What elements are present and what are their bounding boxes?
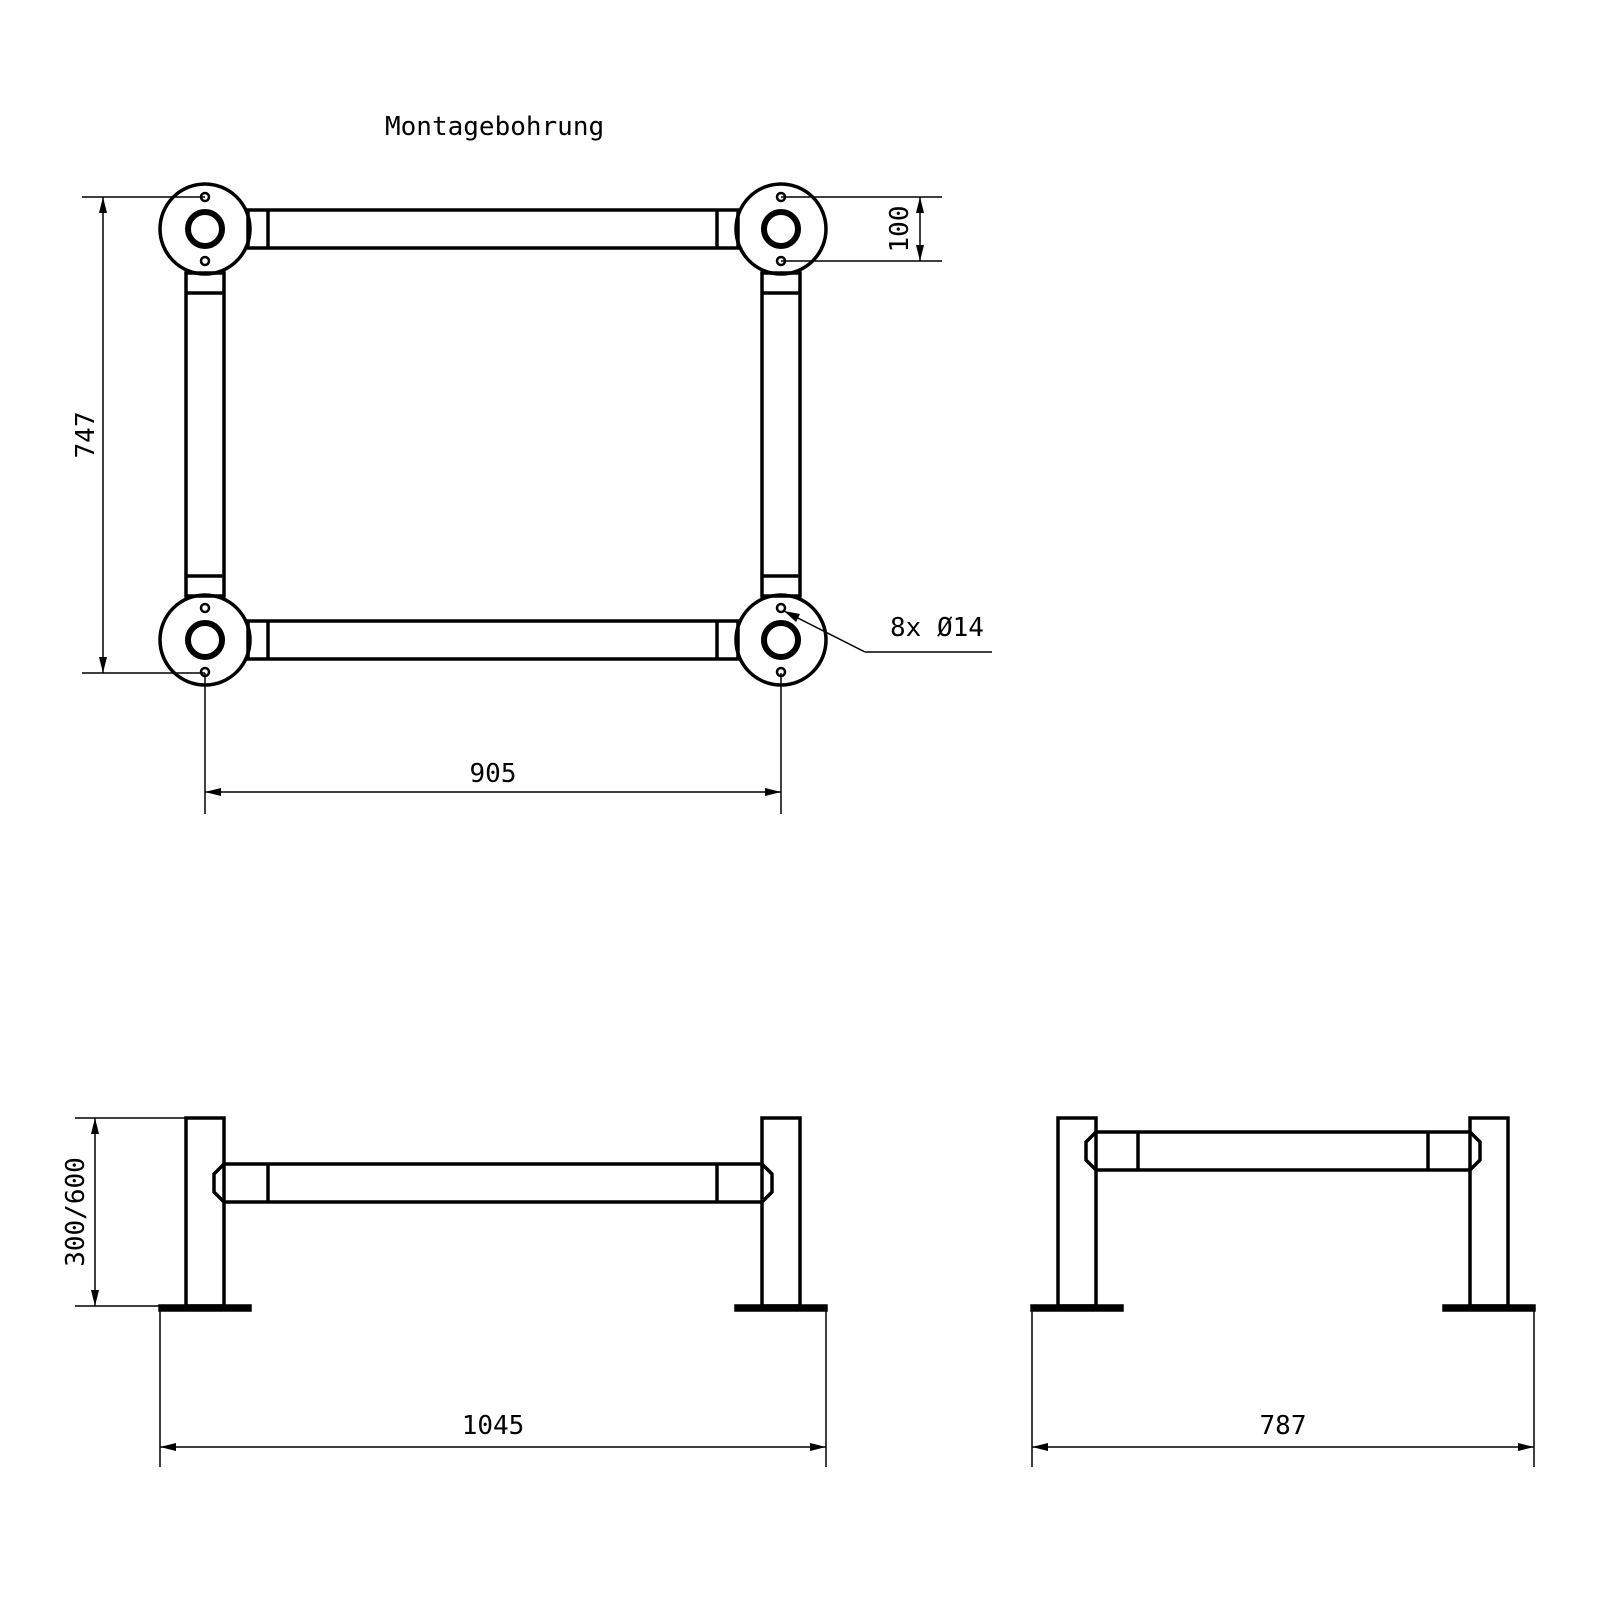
front-view	[158, 1116, 828, 1312]
dimension-label: 747	[71, 412, 101, 459]
flange	[736, 595, 826, 685]
dimension-label: 787	[1260, 1411, 1307, 1441]
dimension-905: 905	[204, 673, 782, 814]
bar-left	[184, 271, 226, 598]
dimension-300-600: 300/600	[61, 1117, 186, 1307]
dimension-100: 100	[781, 196, 942, 262]
bar-right	[760, 271, 802, 598]
flange	[160, 595, 250, 685]
dimension-label: 905	[470, 759, 517, 789]
dimension-label: 300/600	[61, 1157, 91, 1267]
dimension-label: 1045	[462, 1411, 525, 1441]
hole-callout: 8x Ø14	[783, 610, 992, 653]
side-view	[1030, 1116, 1536, 1312]
top-view	[160, 184, 826, 685]
bar-bottom	[246, 619, 740, 661]
dimension-label: 100	[885, 206, 915, 253]
dimension-747: 747	[71, 196, 205, 674]
dimension-787: 787	[1031, 1310, 1535, 1467]
title-label: Montagebohrung	[385, 112, 604, 142]
bar-top	[246, 208, 740, 250]
dimension-1045: 1045	[159, 1310, 827, 1467]
hole-label: 8x Ø14	[890, 613, 984, 643]
